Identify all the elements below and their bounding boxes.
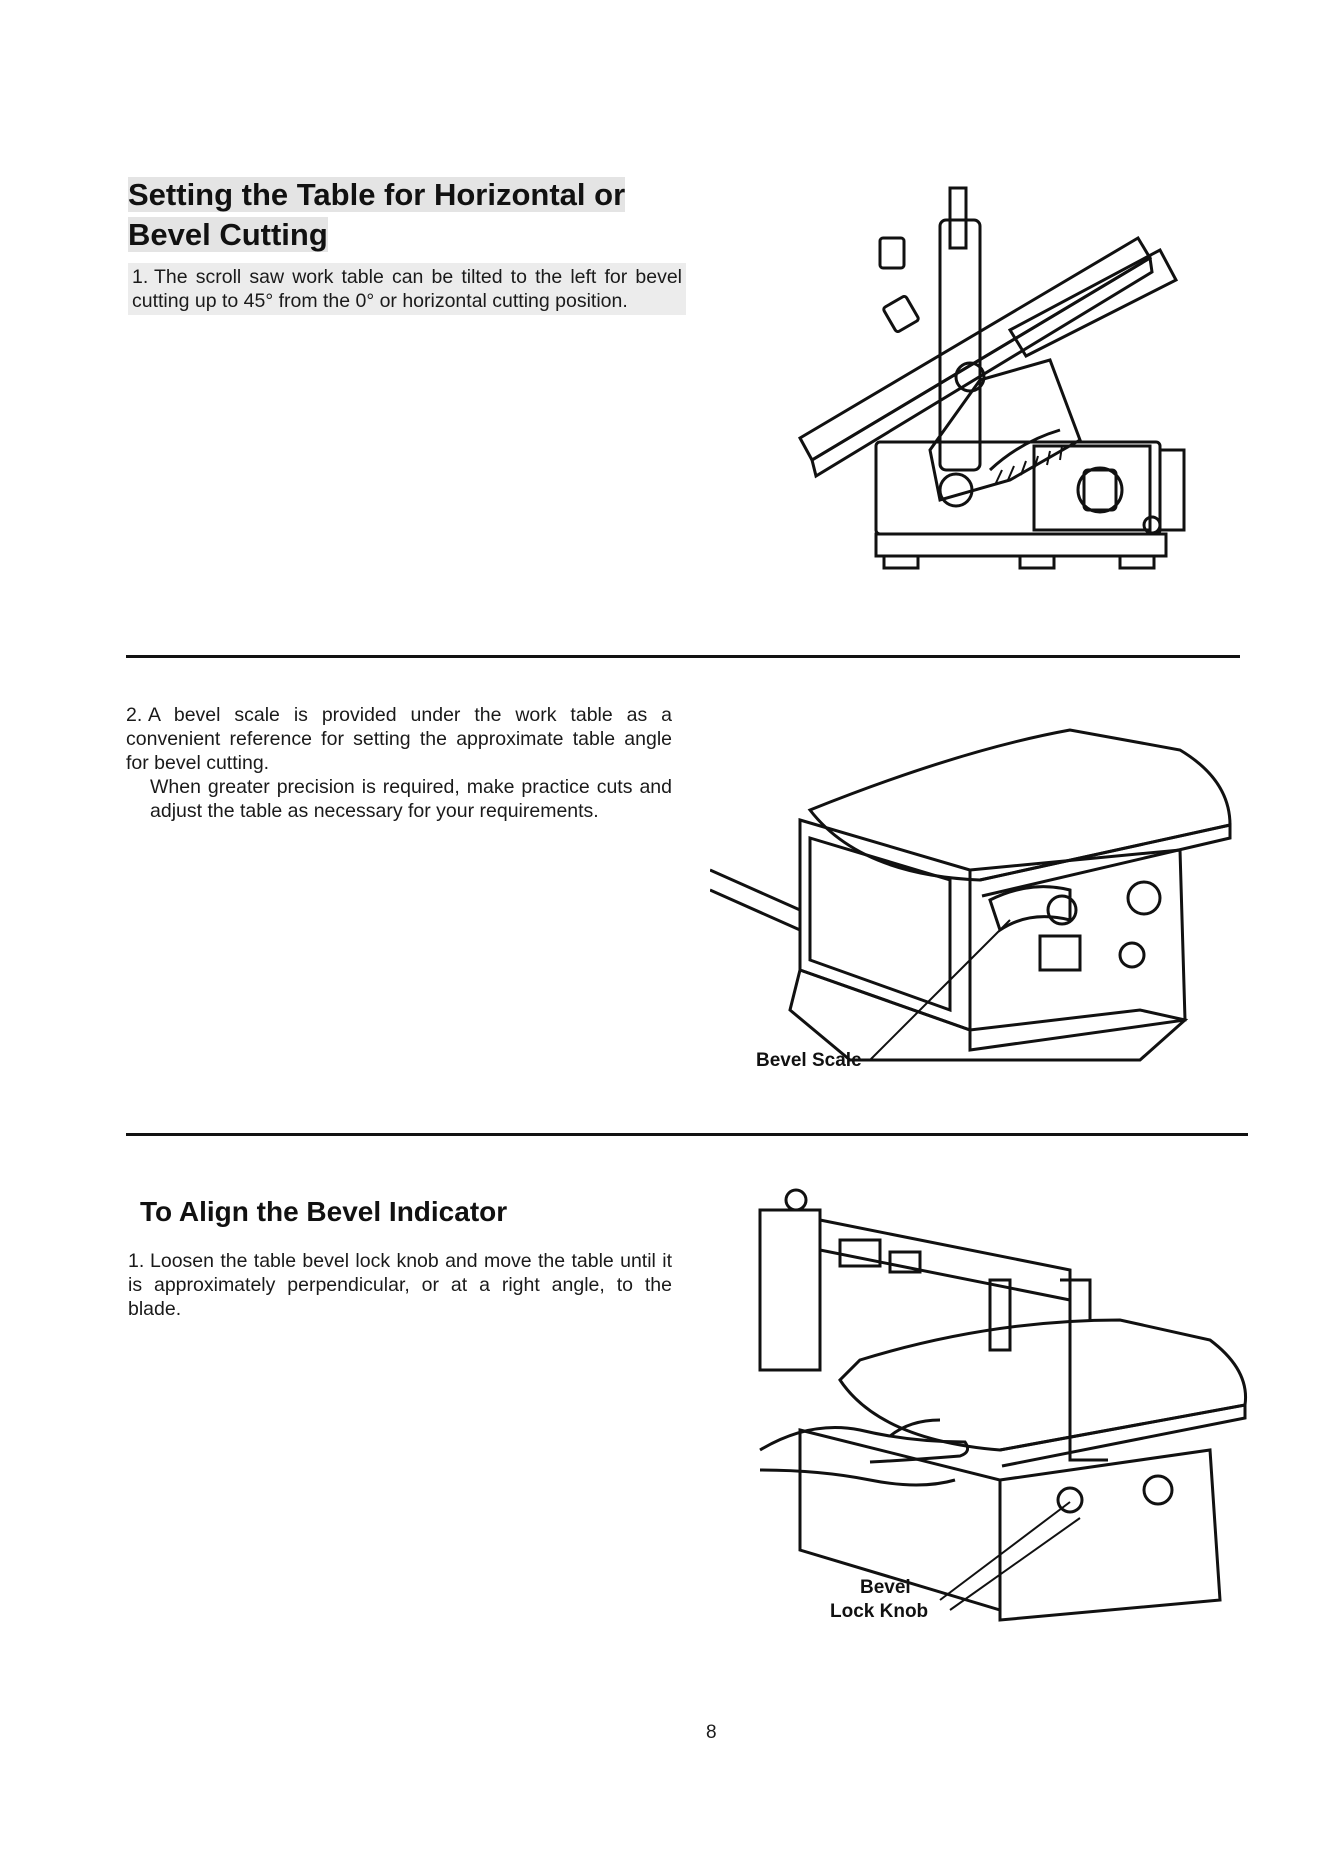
align-bevel-illustration: Bevel Lock Knob (758, 1188, 1248, 1622)
section-title-align-bevel-indicator: To Align the Bevel Indicator (140, 1196, 508, 1227)
title-line-2: Bevel Cutting (128, 217, 328, 252)
bevel-lock-knob-callout-line-2: Lock Knob (830, 1601, 928, 1622)
step-text-para-2: When greater precision is required, make… (150, 776, 672, 822)
tilted-table-illustration (797, 186, 1186, 570)
page-number: 8 (706, 1722, 717, 1743)
step-text: The scroll saw work table can be tilted … (132, 266, 682, 312)
section-title-horizontal-bevel: Setting the Table for Horizontal or Beve… (128, 175, 688, 255)
bevel-lock-knob-leader-line-2 (949, 1517, 1081, 1611)
step-1-tilt-table: 1.The scroll saw work table can be tilte… (128, 263, 686, 315)
section-divider-1 (126, 655, 1240, 658)
bevel-scale-callout: Bevel Scale (756, 1050, 862, 1071)
bevel-lock-knob-callout-line-1: Bevel (860, 1577, 911, 1598)
step-number: 1. (132, 266, 149, 288)
bevel-lock-knob-leader-line-1 (939, 1501, 1071, 1601)
step-number: 1. (128, 1250, 145, 1272)
step-number: 2. (126, 704, 143, 726)
bevel-scale-leader-line (869, 919, 1011, 1061)
step-text: Loosen the table bevel lock knob and mov… (128, 1250, 672, 1320)
title-line-1: Setting the Table for Horizontal or (128, 177, 626, 212)
step-1-loosen-knob: 1.Loosen the table bevel lock knob and m… (128, 1249, 672, 1321)
step-2-bevel-scale: 2.A bevel scale is provided under the wo… (126, 703, 672, 823)
section-divider-2 (126, 1133, 1248, 1136)
step-text-para-1: A bevel scale is provided under the work… (126, 704, 672, 774)
bevel-scale-illustration: Bevel Scale (710, 728, 1232, 1071)
